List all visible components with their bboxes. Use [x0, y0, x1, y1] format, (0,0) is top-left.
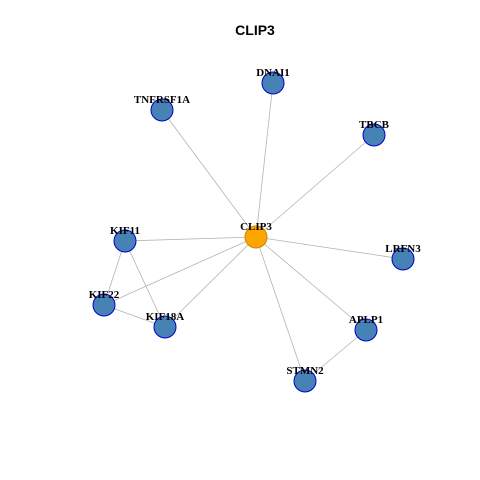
edge-kif11-kif18a [124, 240, 166, 328]
node-label-aplp1: APLP1 [349, 314, 383, 326]
node-label-kif22: KIF22 [89, 289, 120, 301]
node-circle-dnai1 [261, 71, 285, 95]
node-kif18a: KIF18A [146, 311, 185, 339]
node-label-kif18a: KIF18A [146, 311, 185, 323]
node-label-tbcb: TBCB [359, 119, 390, 131]
node-circle-stmn2 [293, 369, 317, 393]
node-circle-tnfrsf1a [150, 98, 174, 122]
node-lrfn3: LRFN3 [385, 243, 421, 271]
edge-clip3-tnfrsf1a [161, 109, 257, 238]
node-stmn2: STMN2 [286, 365, 324, 393]
node-clip3: CLIP3 [240, 221, 272, 249]
edge-clip3-aplp1 [255, 236, 367, 331]
node-circle-lrfn3 [391, 247, 415, 271]
node-label-lrfn3: LRFN3 [385, 243, 421, 255]
node-circle-kif11 [113, 229, 137, 253]
node-label-clip3: CLIP3 [240, 221, 272, 233]
edge-clip3-kif18a [164, 236, 257, 328]
node-kif22: KIF22 [89, 289, 120, 317]
node-circle-clip3 [244, 225, 268, 249]
node-kif11: KIF11 [110, 225, 140, 253]
node-aplp1: APLP1 [349, 314, 383, 342]
diagram-title: CLIP3 [235, 22, 275, 38]
edge-clip3-dnai1 [255, 82, 274, 238]
node-circle-tbcb [362, 123, 386, 147]
node-dnai1: DNAI1 [256, 67, 290, 95]
node-circle-kif22 [92, 293, 116, 317]
node-tnfrsf1a: TNFRSF1A [134, 94, 190, 122]
edge-clip3-stmn2 [255, 236, 306, 382]
node-tbcb: TBCB [359, 119, 390, 147]
node-label-tnfrsf1a: TNFRSF1A [134, 94, 190, 106]
edge-aplp1-stmn2 [304, 329, 367, 382]
edge-clip3-lrfn3 [255, 236, 404, 260]
edge-clip3-kif11 [124, 236, 257, 242]
edge-clip3-tbcb [255, 134, 375, 238]
node-circle-aplp1 [354, 318, 378, 342]
node-label-stmn2: STMN2 [286, 365, 324, 377]
node-label-dnai1: DNAI1 [256, 67, 290, 79]
node-circle-kif18a [153, 315, 177, 339]
node-label-kif11: KIF11 [110, 225, 140, 237]
edge-clip3-kif22 [103, 236, 257, 306]
